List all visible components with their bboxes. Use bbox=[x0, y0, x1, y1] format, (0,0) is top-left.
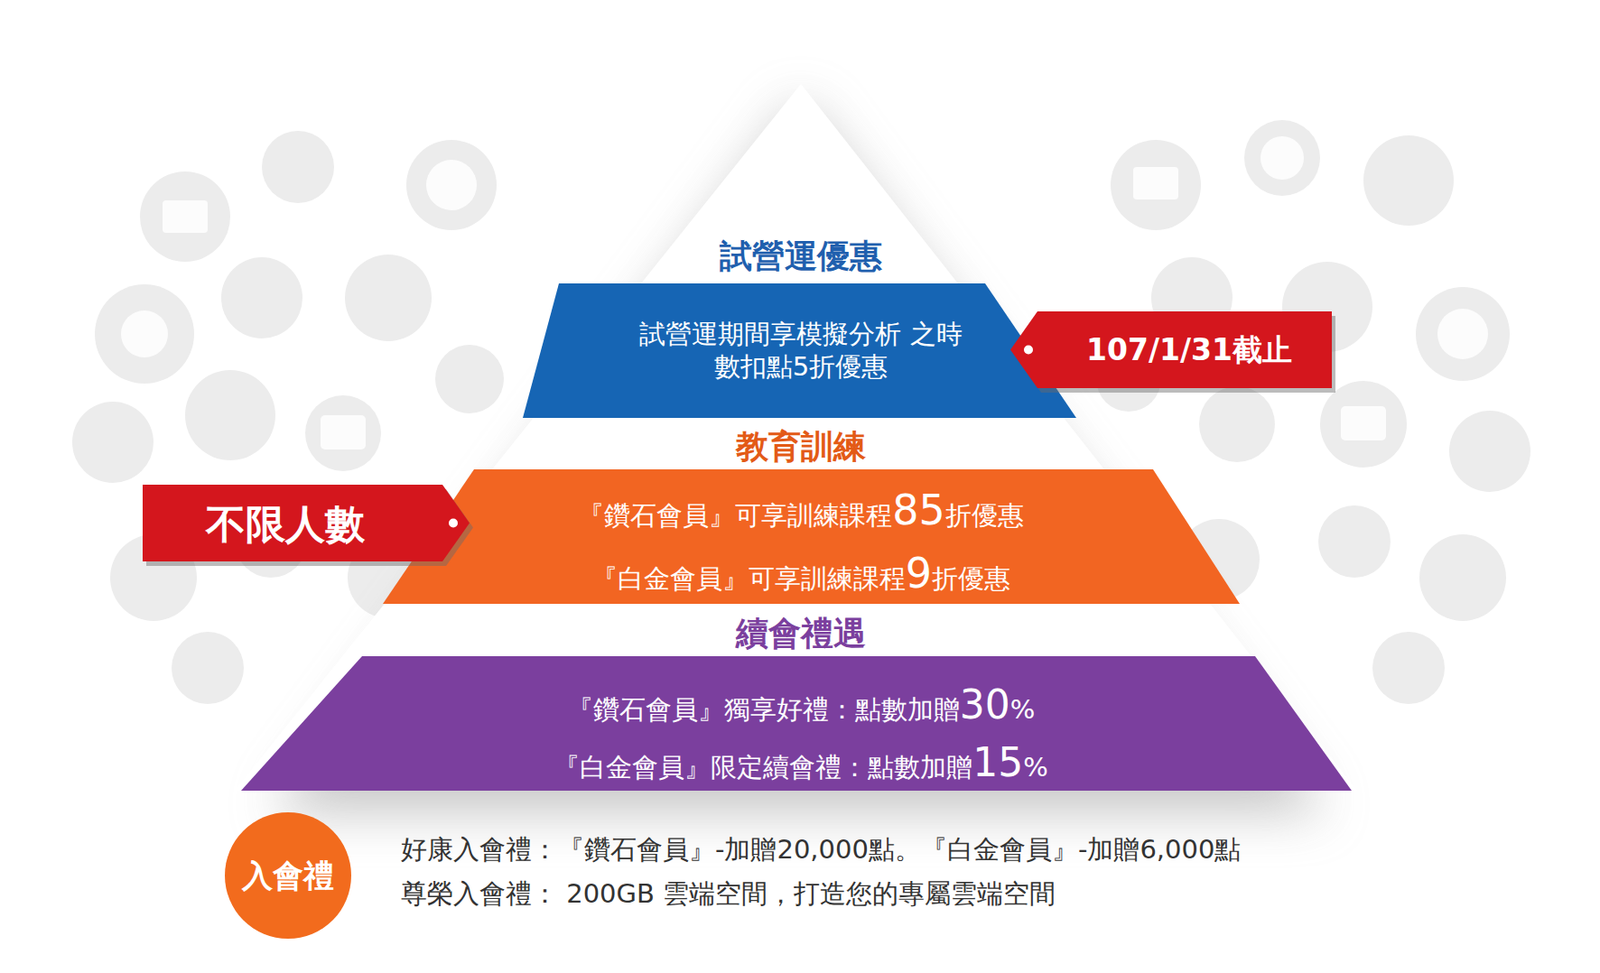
band-text: 『白金會員』可享訓練課程9折優惠 bbox=[591, 552, 1011, 596]
note-text: 尊榮入會禮： 200GB 雲端空間，打造您的專屬雲端空間 bbox=[400, 876, 1056, 913]
band-text: 『鑽石會員』可享訓練課程85折優惠 bbox=[577, 489, 1024, 532]
pyramid-band: 試營運優惠試營運期間享模擬分析 之時數扣點5折優惠 bbox=[514, 230, 1084, 420]
circle-shape bbox=[224, 812, 352, 940]
tag-text: 107/1/31截止 bbox=[1086, 331, 1293, 369]
band-shape bbox=[241, 656, 1352, 791]
tag-shape bbox=[142, 484, 470, 562]
pyramid-band: 教育訓練『鑽石會員』可享訓練課程85折優惠『白金會員』可享訓練課程9折優惠 bbox=[374, 424, 1247, 607]
tag-shape bbox=[1010, 311, 1332, 389]
pyramid-band: 續會禮遇『鑽石會員』獨享好禮：點數加贈30% 『白金會員』限定續會禮：點數加贈15… bbox=[234, 613, 1359, 793]
band-heading: 教育訓練 bbox=[735, 426, 866, 467]
pyramid bbox=[234, 83, 1358, 791]
note-text: 好康入會禮：『鑽石會員』-加贈20,000點。『白金會員』-加贈6,000點 bbox=[400, 832, 1241, 869]
tag-text: 不限人數 bbox=[205, 498, 365, 549]
callout-tag: 不限人數 bbox=[142, 484, 470, 562]
tag-dot bbox=[448, 519, 458, 529]
badge-circle: 入會禮 bbox=[224, 812, 352, 940]
band-text: 『鑽石會員』獨享好禮：點數加贈30% bbox=[567, 685, 1036, 726]
band-shape bbox=[382, 469, 1240, 605]
band-text: 『白金會員』限定續會禮：點數加贈15% bbox=[553, 743, 1049, 784]
circle-text: 入會禮 bbox=[241, 856, 335, 896]
band-heading: 續會禮遇 bbox=[735, 613, 866, 654]
band-shape bbox=[522, 283, 1077, 419]
band-heading: 試營運優惠 bbox=[719, 235, 883, 277]
callout-tag: 107/1/31截止 bbox=[1010, 311, 1332, 389]
band-text: 試營運期間享模擬分析 之時數扣點5折優惠 bbox=[629, 317, 973, 384]
tag-dot bbox=[1023, 345, 1033, 355]
